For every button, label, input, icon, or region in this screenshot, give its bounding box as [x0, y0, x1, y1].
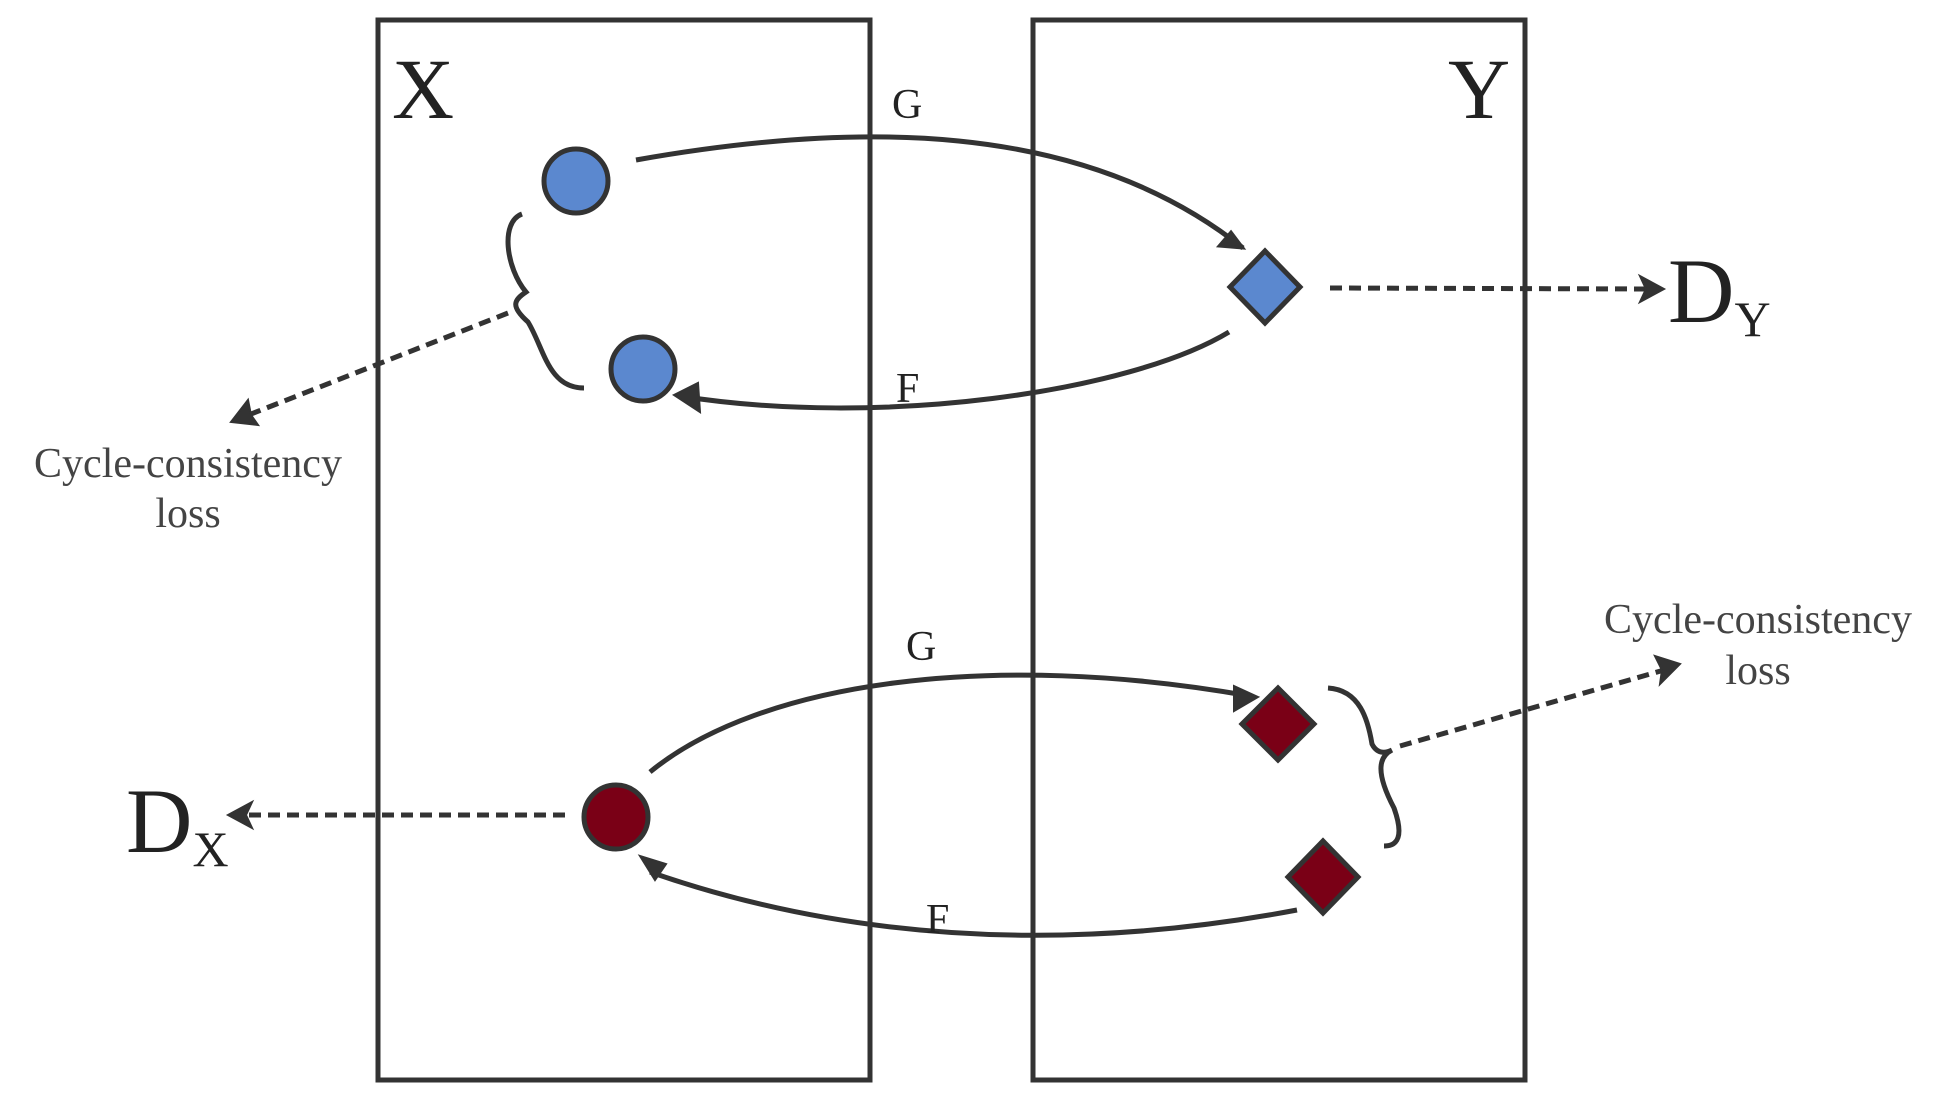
cycle-loss-left-line1: Cycle-consistency	[34, 441, 342, 487]
cycle-loss-brace-left	[505, 211, 585, 391]
discriminator-dy: DY	[1668, 240, 1771, 347]
dx-arrowhead	[225, 799, 255, 831]
y-reconstructed-diamond-red	[1284, 837, 1362, 917]
dy-arrowhead	[1637, 273, 1667, 305]
mapping-f-top-arrowhead	[671, 381, 702, 414]
mapping-f-top-arrow	[679, 329, 1231, 411]
discriminator-dy-main: D	[1668, 240, 1734, 342]
mapping-f-bottom-arrow	[649, 869, 1298, 938]
discriminator-dx: DX	[126, 770, 229, 877]
cycle-loss-brace-right	[1327, 685, 1402, 849]
discriminator-dy-sub: Y	[1734, 291, 1770, 347]
mapping-g-top-label: G	[892, 82, 922, 128]
cycle-loss-right-line1: Cycle-consistency	[1604, 597, 1912, 643]
cycle-loss-right-line2: loss	[1725, 648, 1790, 694]
discriminator-dx-sub: X	[192, 821, 228, 877]
x-sample-circle-blue	[541, 146, 611, 216]
cycle-loss-right-dashed-arrow	[1399, 667, 1665, 749]
mapping-g-top-arrowhead	[1215, 229, 1247, 250]
domain-x-label: X	[392, 41, 454, 137]
domain-x-box	[375, 17, 873, 1083]
mapping-g-bottom-label: G	[906, 624, 936, 670]
domain-y-label: Y	[1448, 41, 1510, 137]
dy-dashed-arrow	[1329, 285, 1651, 292]
mapping-f-bottom-label: F	[926, 897, 949, 943]
x-reconstructed-circle-blue	[608, 334, 678, 404]
mapping-f-top-label: F	[896, 366, 919, 412]
mapping-g-top-arrow	[635, 134, 1245, 250]
cycle-loss-left-line2: loss	[155, 491, 220, 537]
y-generated-diamond-red	[1238, 684, 1318, 764]
cycle-loss-left-arrowhead	[229, 397, 261, 427]
cycle-loss-left-dashed-arrow	[245, 310, 509, 419]
mapping-g-bottom-arrow	[648, 672, 1251, 774]
domain-y-box	[1030, 17, 1528, 1083]
y-generated-diamond-blue	[1226, 247, 1304, 327]
cycle-loss-right-arrowhead	[1653, 654, 1682, 687]
mapping-f-bottom-arrowhead	[637, 854, 668, 882]
x-sample-circle-red	[581, 782, 651, 852]
discriminator-dx-main: D	[126, 770, 192, 872]
mapping-g-bottom-arrowhead	[1233, 684, 1261, 713]
